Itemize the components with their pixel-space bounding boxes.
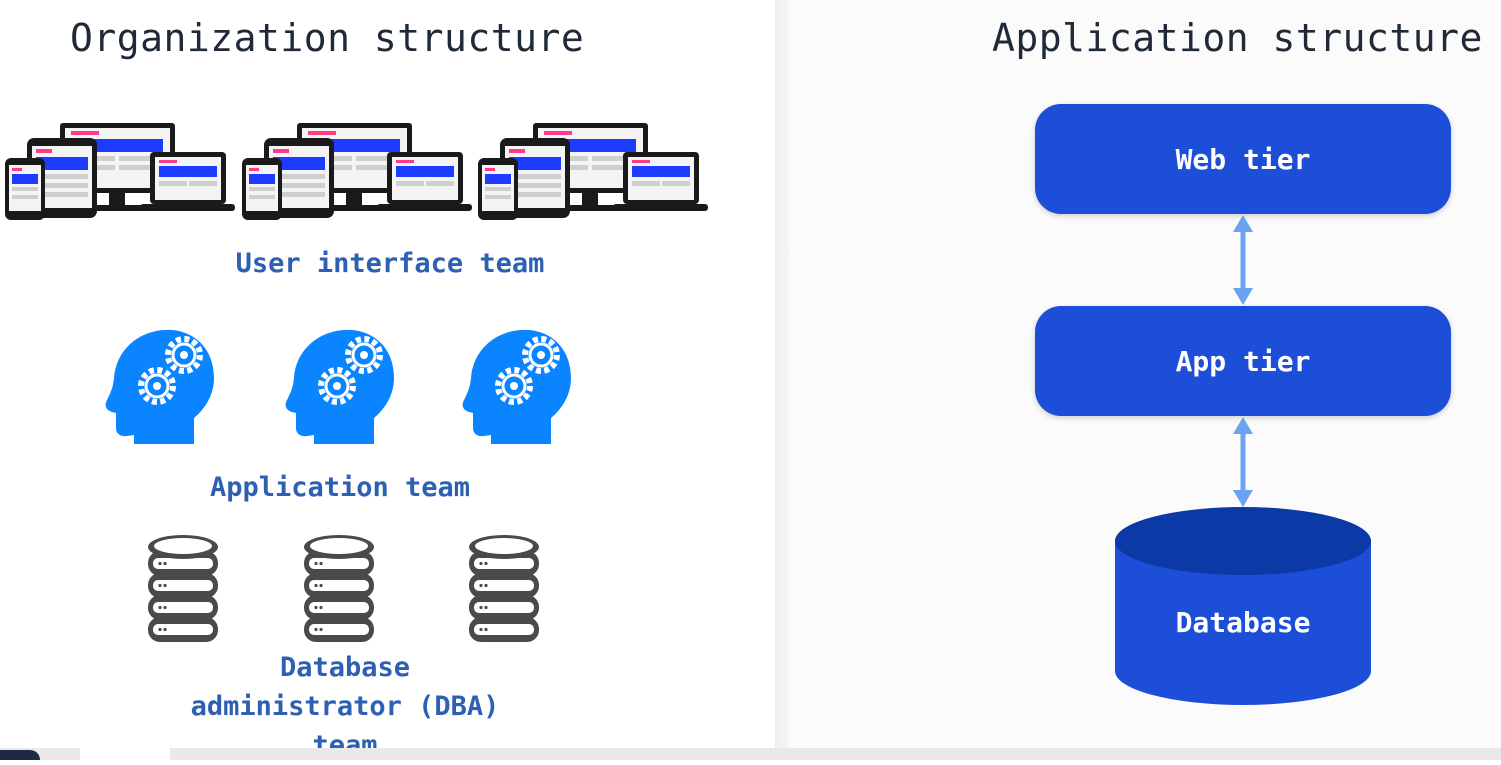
app-tier-label: App tier bbox=[1175, 344, 1311, 378]
server-stack-icon bbox=[146, 533, 220, 645]
head-gears-icon bbox=[284, 326, 399, 446]
app-tier-box: App tier bbox=[1035, 306, 1451, 416]
database-label: Database bbox=[1175, 606, 1311, 639]
bottom-strip bbox=[0, 748, 1501, 760]
responsive-devices-icon bbox=[478, 120, 708, 220]
database-cylinder bbox=[1113, 505, 1373, 711]
responsive-devices-icon bbox=[242, 120, 472, 220]
head-gears-icon bbox=[104, 326, 219, 446]
organization-structure-title: Organization structure bbox=[70, 16, 585, 60]
web-tier-label: Web tier bbox=[1175, 142, 1311, 176]
server-stack-icon bbox=[302, 533, 376, 645]
bottom-white-patch bbox=[80, 745, 170, 760]
dba-team-label: Database administrator (DBA) team bbox=[190, 652, 500, 761]
user-interface-team-label: User interface team bbox=[235, 248, 545, 279]
application-team-label: Application team bbox=[209, 472, 471, 503]
app-database-bidirectional-arrow bbox=[1231, 416, 1255, 512]
bottom-corner-shape bbox=[0, 750, 40, 760]
head-gears-icon bbox=[461, 326, 576, 446]
web-app-bidirectional-arrow bbox=[1231, 214, 1255, 310]
server-stack-icon bbox=[467, 533, 541, 645]
panel-divider bbox=[775, 0, 790, 760]
responsive-devices-icon bbox=[5, 120, 235, 220]
application-structure-title: Application structure bbox=[992, 16, 1483, 60]
web-tier-box: Web tier bbox=[1035, 104, 1451, 214]
